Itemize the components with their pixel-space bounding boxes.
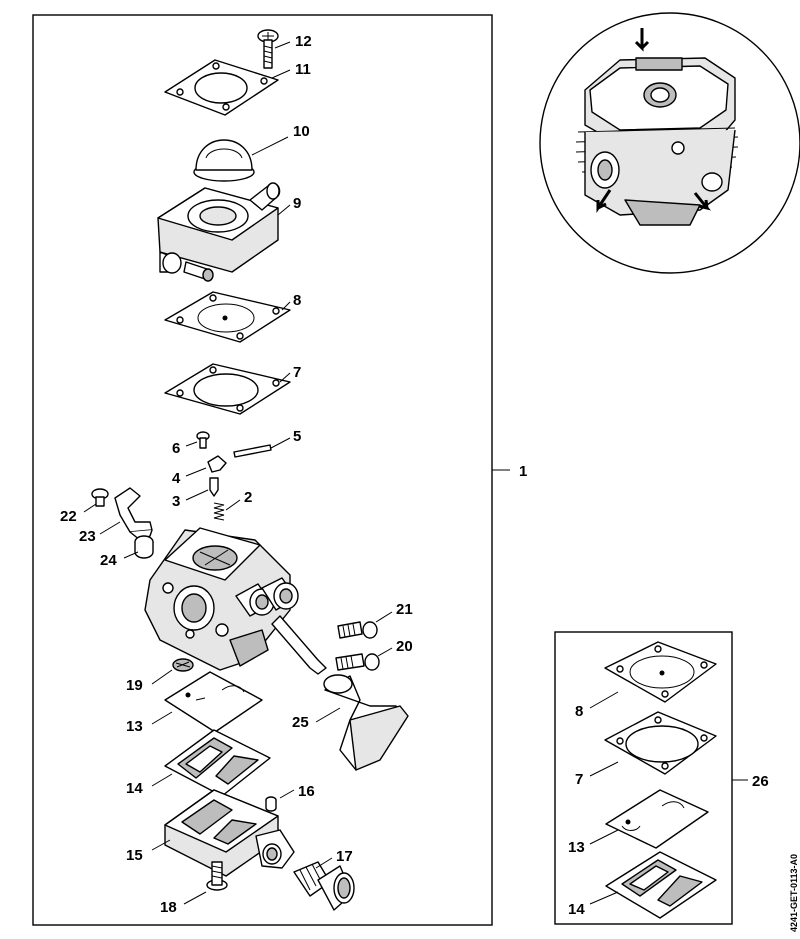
part-11-gasket: [164, 59, 291, 116]
part-22-screw: [83, 488, 109, 513]
kit-part-8-diaphragm: [589, 641, 717, 709]
kit-label-13: 13: [568, 839, 585, 856]
label-8: 8: [293, 292, 301, 309]
part-16-plug: [265, 789, 295, 812]
label-15: 15: [126, 847, 143, 864]
gasket-kit-frame: [554, 631, 733, 925]
part-7-gasket: [164, 363, 291, 415]
kit-part-7-gasket: [589, 711, 717, 777]
label-24: 24: [100, 552, 117, 569]
label-2: 2: [244, 489, 252, 506]
part-9-pump-cover: [157, 182, 291, 282]
kit-part-14-gasket: [589, 851, 717, 919]
carburetor-body: [144, 527, 327, 675]
part-19-strainer: [151, 658, 194, 685]
label-11: 11: [295, 61, 311, 78]
part-2-spring: [213, 499, 241, 521]
label-6: 6: [172, 440, 180, 457]
label-1: 1: [519, 463, 527, 480]
document-number: 4241-GET-0113-A0: [789, 854, 799, 932]
label-23: 23: [79, 528, 96, 545]
label-12: 12: [295, 33, 312, 50]
kit-label-14: 14: [568, 901, 585, 918]
label-3: 3: [172, 493, 180, 510]
part-17-fitting: [293, 857, 355, 911]
part-24-sleeve: [123, 535, 154, 559]
part-10-primer-bulb: [193, 136, 289, 182]
label-22: 22: [60, 508, 77, 525]
label-25: 25: [292, 714, 309, 731]
label-17: 17: [336, 848, 353, 865]
part-20-adjusting-screw: [335, 647, 393, 671]
part-18-screw: [183, 861, 228, 905]
label-26: 26: [752, 773, 769, 790]
label-16: 16: [298, 783, 315, 800]
kit-label-8: 8: [575, 703, 583, 720]
label-10: 10: [293, 123, 310, 140]
label-7: 7: [293, 364, 301, 381]
part-25-intake-fitting: [315, 674, 409, 771]
label-5: 5: [293, 428, 301, 445]
label-20: 20: [396, 638, 413, 655]
label-4: 4: [172, 470, 181, 487]
main-assembly-frame: [32, 14, 493, 926]
label-13: 13: [126, 718, 143, 735]
part-8-diaphragm: [164, 291, 291, 343]
part-12-screw: [257, 29, 291, 69]
part-3-inlet-needle: [185, 477, 219, 501]
part-4-lever: [185, 455, 227, 477]
label-21: 21: [396, 601, 413, 618]
part-15-end-cover: [151, 789, 295, 877]
kit-part-13-diaphragm: [589, 789, 709, 849]
part-21-adjusting-screw: [337, 611, 393, 639]
label-14: 14: [126, 780, 143, 797]
label-9: 9: [293, 195, 301, 212]
part-13-diaphragm: [151, 671, 263, 733]
label-18: 18: [160, 899, 177, 916]
part-14-gasket: [151, 729, 271, 797]
part-6-screw: [185, 431, 210, 449]
label-19: 19: [126, 677, 143, 694]
part-5-axle: [233, 437, 291, 458]
cylinder-detail-inset: [539, 12, 800, 274]
kit-label-7: 7: [575, 771, 583, 788]
